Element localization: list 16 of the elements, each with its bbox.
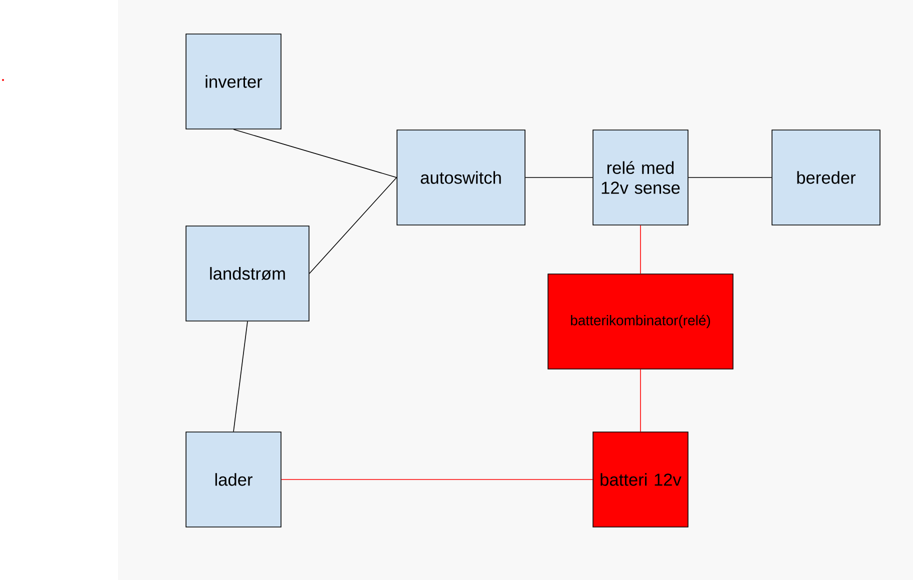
connector-line	[525, 177, 593, 178]
process-box: batteri 12v	[592, 432, 688, 528]
connector-line	[233, 321, 248, 432]
connector-line	[688, 177, 772, 178]
connector-line	[281, 479, 593, 480]
connector-line	[309, 177, 397, 274]
process-box: relé med 12v sense	[592, 130, 688, 226]
process-box: lader	[186, 432, 282, 528]
process-box: autoswitch	[396, 130, 526, 226]
connector-line	[233, 129, 397, 178]
process-box: batterikombinator(relé)	[548, 274, 734, 370]
connector-line	[640, 369, 641, 432]
process-box: landstrøm	[186, 226, 310, 322]
connector-line	[640, 224, 641, 274]
process-box: bereder	[772, 130, 880, 226]
process-box: inverter	[186, 34, 282, 130]
